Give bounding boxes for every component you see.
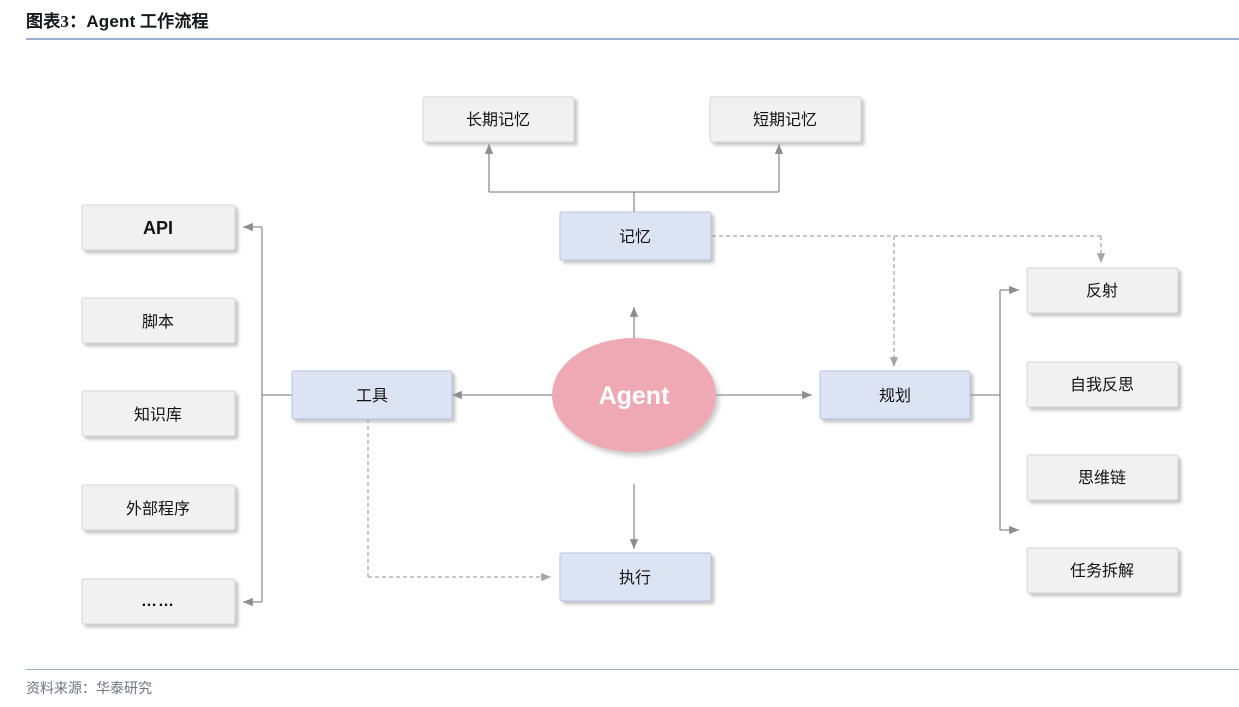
node-planning[interactable]: 规划 (819, 370, 971, 420)
node-ellipsis[interactable]: …… (81, 578, 236, 625)
node-execution-label: 执行 (619, 569, 651, 587)
edge-memory-to-reflection-dashed (894, 235, 1106, 264)
agent-workflow-diagram: 长期记忆 短期记忆 API 脚本 知识库 (0, 44, 1239, 664)
node-script-box[interactable] (81, 297, 236, 344)
node-execution[interactable]: 执行 (559, 552, 712, 602)
node-chain-of-thought-box[interactable] (1026, 454, 1179, 501)
node-agent-ellipse[interactable] (552, 338, 716, 452)
node-ellipsis-label: …… (141, 593, 175, 610)
node-memory[interactable]: 记忆 (559, 211, 712, 261)
node-self-reflection-label: 自我反思 (1070, 376, 1134, 394)
title-latin-part: Agent (86, 12, 136, 31)
node-long-term-memory-box[interactable] (422, 96, 575, 143)
node-external-program[interactable]: 外部程序 (81, 484, 236, 531)
connector-layer (242, 143, 1020, 607)
node-self-reflection-box[interactable] (1026, 361, 1179, 408)
node-external-program-label: 外部程序 (126, 500, 190, 518)
node-knowledge-base-box[interactable] (81, 390, 236, 437)
tool-children-group: API 脚本 知识库 外部程序 …… (81, 204, 236, 625)
exhibit-header: 图表3：Agent 工作流程 (0, 0, 1239, 40)
node-planning-box[interactable] (819, 370, 971, 420)
node-api-label: API (143, 218, 173, 238)
node-reflection[interactable]: 反射 (1026, 267, 1179, 314)
node-task-decomposition-label: 任务拆解 (1070, 562, 1134, 580)
node-agent-label: Agent (599, 382, 671, 410)
page-title: 图表3：Agent 工作流程 (26, 7, 209, 32)
node-api-box[interactable] (81, 204, 236, 251)
node-long-term-memory-label: 长期记忆 (466, 111, 530, 129)
node-planning-label: 规划 (879, 387, 911, 405)
edge-tools-to-execution-dashed (367, 412, 552, 582)
node-knowledge-base[interactable]: 知识库 (81, 390, 236, 437)
node-short-term-memory[interactable]: 短期记忆 (709, 96, 862, 143)
node-task-decomposition-box[interactable] (1026, 547, 1179, 594)
node-chain-of-thought[interactable]: 思维链 (1026, 454, 1179, 501)
node-tools[interactable]: 工具 (291, 370, 453, 420)
dashed-connector-layer (367, 235, 1106, 582)
node-tools-label: 工具 (356, 388, 388, 405)
node-script-label: 脚本 (142, 313, 174, 331)
node-ellipsis-box[interactable] (81, 578, 236, 625)
node-api[interactable]: API (81, 204, 236, 251)
node-reflection-label: 反射 (1086, 282, 1118, 300)
node-tools-box[interactable] (291, 370, 453, 420)
node-agent[interactable]: Agent (552, 338, 716, 452)
title-cn-part: 工作流程 (139, 12, 209, 31)
exhibit-number: 图表3： (26, 12, 87, 31)
footer-divider (26, 669, 1239, 670)
node-reflection-box[interactable] (1026, 267, 1179, 314)
node-short-term-memory-box[interactable] (709, 96, 862, 143)
source-note: 资料来源：华泰研究 (26, 682, 152, 697)
node-short-term-memory-label: 短期记忆 (753, 111, 817, 129)
node-chain-of-thought-label: 思维链 (1078, 469, 1126, 487)
edge-memory-to-planning-dashed (712, 235, 899, 368)
node-self-reflection[interactable]: 自我反思 (1026, 361, 1179, 408)
edge-planning-to-planning-list (970, 285, 1020, 535)
node-script[interactable]: 脚本 (81, 297, 236, 344)
node-long-term-memory[interactable]: 长期记忆 (422, 96, 575, 143)
core-nodes-group: 记忆 工具 规划 执行 (291, 211, 971, 602)
node-external-program-box[interactable] (81, 484, 236, 531)
edge-tools-to-tool-list (242, 222, 292, 607)
node-memory-box[interactable] (559, 211, 712, 261)
node-knowledge-base-label: 知识库 (134, 406, 182, 424)
node-memory-label: 记忆 (619, 228, 651, 246)
planning-children-group: 反射 自我反思 思维链 任务拆解 (1026, 267, 1179, 594)
memory-children-group: 长期记忆 短期记忆 (422, 96, 862, 143)
header-divider (26, 38, 1239, 40)
node-task-decomposition[interactable]: 任务拆解 (1026, 547, 1179, 594)
node-execution-box[interactable] (559, 552, 712, 602)
